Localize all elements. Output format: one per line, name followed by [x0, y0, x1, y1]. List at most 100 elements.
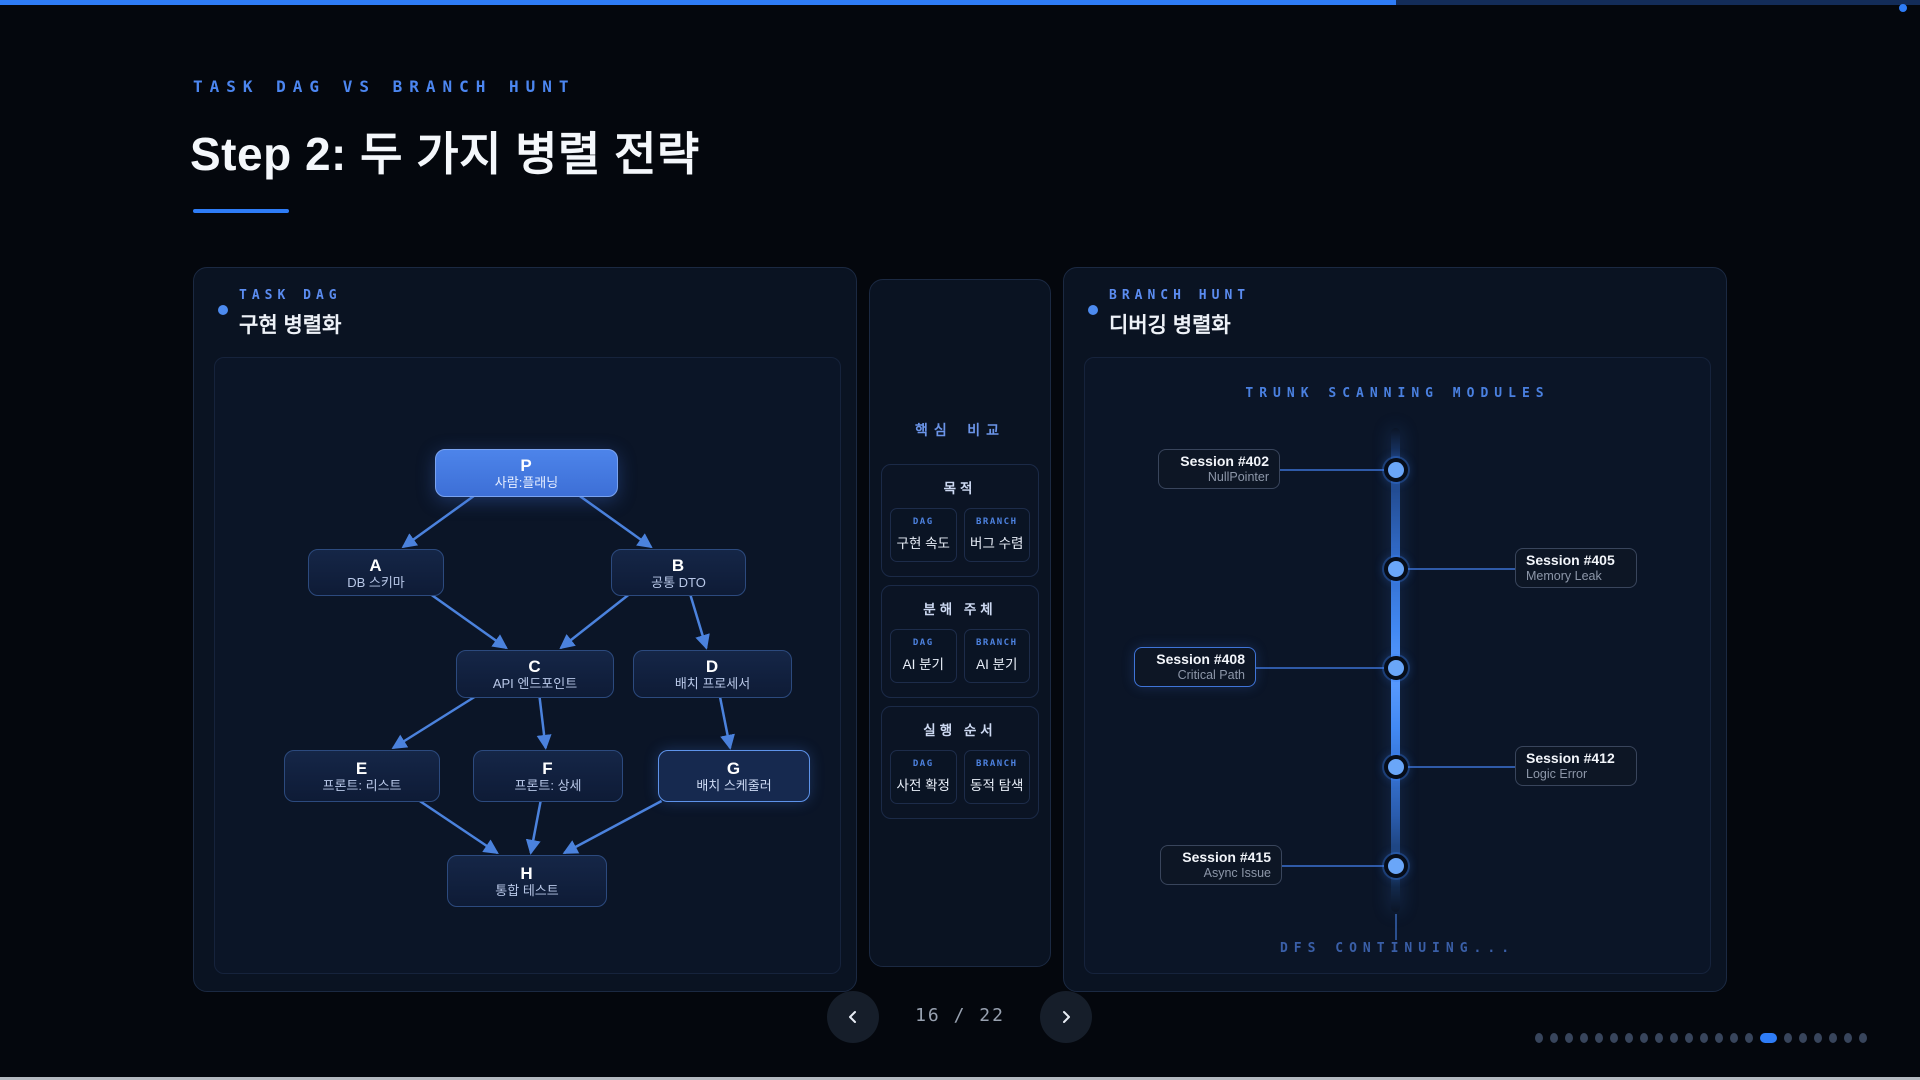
timeline-title: TRUNK SCANNING MODULES [1245, 386, 1550, 401]
progress-end-dot [1899, 4, 1907, 12]
session-issue: Memory Leak [1526, 569, 1602, 584]
nav-dot-7[interactable] [1625, 1033, 1633, 1043]
comparison-col-label: DAG [912, 758, 934, 769]
nav-dot-8[interactable] [1640, 1033, 1648, 1043]
nav-dot-9[interactable] [1655, 1033, 1663, 1043]
session-issue: Logic Error [1526, 767, 1588, 782]
nav-dot-1[interactable] [1535, 1033, 1543, 1043]
title-underline [193, 209, 289, 213]
dfs-status-text: DFS CONTINUING... [1279, 941, 1516, 956]
bullet-dot-icon [1088, 305, 1098, 315]
dag-edge-B-C [559, 594, 630, 650]
nav-dot-22[interactable] [1859, 1033, 1867, 1043]
dag-node-sublabel: 배치 스케줄러 [696, 778, 772, 793]
dag-node-id: D [705, 657, 720, 676]
branch-hunt-header: BRANCH HUNT 디버깅 병렬화 [1064, 268, 1726, 356]
nav-dot-18[interactable] [1799, 1033, 1807, 1043]
prev-slide-button[interactable] [827, 991, 879, 1043]
nav-dot-5[interactable] [1595, 1033, 1603, 1043]
slide-nav-dots [1535, 1033, 1867, 1043]
dag-edge-A-C [430, 593, 508, 650]
dag-node-sublabel: DB 스키마 [347, 574, 405, 590]
comparison-value: 구현 속도 [896, 535, 950, 551]
trunk-tail-line [1395, 914, 1397, 940]
comparison-value: 버그 수렴 [970, 535, 1024, 551]
trunk-node-dot [1384, 656, 1408, 680]
dag-node-id: E [355, 759, 369, 778]
nav-dot-4[interactable] [1580, 1033, 1588, 1043]
nav-dot-3[interactable] [1565, 1033, 1573, 1043]
dag-node-sublabel: 배치 프로세서 [674, 676, 751, 691]
next-slide-button[interactable] [1040, 991, 1092, 1043]
nav-dot-11[interactable] [1685, 1033, 1693, 1043]
comparison-section-header: 목적 [943, 480, 977, 496]
comparison-cell-branch: BRANCH 동적 탐색 [963, 749, 1030, 804]
page-counter: 16 / 22 [915, 1005, 1005, 1026]
comparison-col-label: DAG [912, 637, 934, 648]
nav-dot-6[interactable] [1610, 1033, 1618, 1043]
nav-dot-13[interactable] [1715, 1033, 1723, 1043]
session-connector [1256, 667, 1396, 669]
nav-dot-2[interactable] [1550, 1033, 1558, 1043]
trunk-node-dot [1384, 854, 1408, 878]
dag-edge-C-E [391, 695, 476, 750]
dag-node-sublabel: 사람:플래닝 [494, 475, 559, 490]
nav-dot-12[interactable] [1700, 1033, 1708, 1043]
page-title: Step 2: 두 가지 병렬 전략 [190, 128, 700, 180]
task-dag-subtitle: 구현 병렬화 [239, 314, 342, 337]
dag-node-id: H [520, 864, 534, 883]
comparison-section-header: 실행 순서 [923, 722, 997, 738]
screen-bottom-edge [0, 1077, 1920, 1080]
dag-node-id: B [671, 555, 686, 575]
nav-dot-21[interactable] [1844, 1033, 1852, 1043]
dag-node-sublabel: 프론트: 리스트 [322, 778, 402, 793]
session-connector [1396, 568, 1515, 570]
dag-node-sublabel: 프론트: 상세 [514, 778, 582, 793]
comparison-col-label: BRANCH [975, 758, 1018, 769]
comparison-value: AI 분기 [976, 656, 1018, 672]
session-issue: NullPointer [1207, 470, 1269, 485]
nav-dot-15[interactable] [1745, 1033, 1753, 1043]
dag-edge-E-H [419, 799, 499, 855]
branch-hunt-subtitle: 디버깅 병렬화 [1109, 314, 1231, 337]
comparison-col-label: BRANCH [975, 637, 1018, 648]
dag-node-id: C [528, 657, 542, 676]
bullet-dot-icon [218, 305, 228, 315]
dag-node-id: F [542, 759, 554, 778]
nav-dot-20[interactable] [1829, 1033, 1837, 1043]
session-title: Session #412 [1526, 749, 1615, 766]
chevron-right-icon [1063, 1011, 1070, 1023]
session-connector [1280, 469, 1396, 471]
dag-edge-F-H [525, 800, 542, 855]
nav-dot-17[interactable] [1784, 1033, 1792, 1043]
comparison-value: 동적 탐색 [970, 777, 1024, 793]
nav-dot-14[interactable] [1730, 1033, 1738, 1043]
session-title: Session #405 [1526, 551, 1615, 568]
nav-dot-19[interactable] [1814, 1033, 1822, 1043]
nav-dot-10[interactable] [1670, 1033, 1678, 1043]
comparison-title: 핵심 비교 [915, 422, 1005, 439]
slide-progress-fill [0, 0, 1397, 5]
comparison-section-header: 분해 주체 [923, 601, 997, 617]
session-connector [1282, 865, 1396, 867]
nav-dot-16[interactable] [1760, 1033, 1777, 1043]
